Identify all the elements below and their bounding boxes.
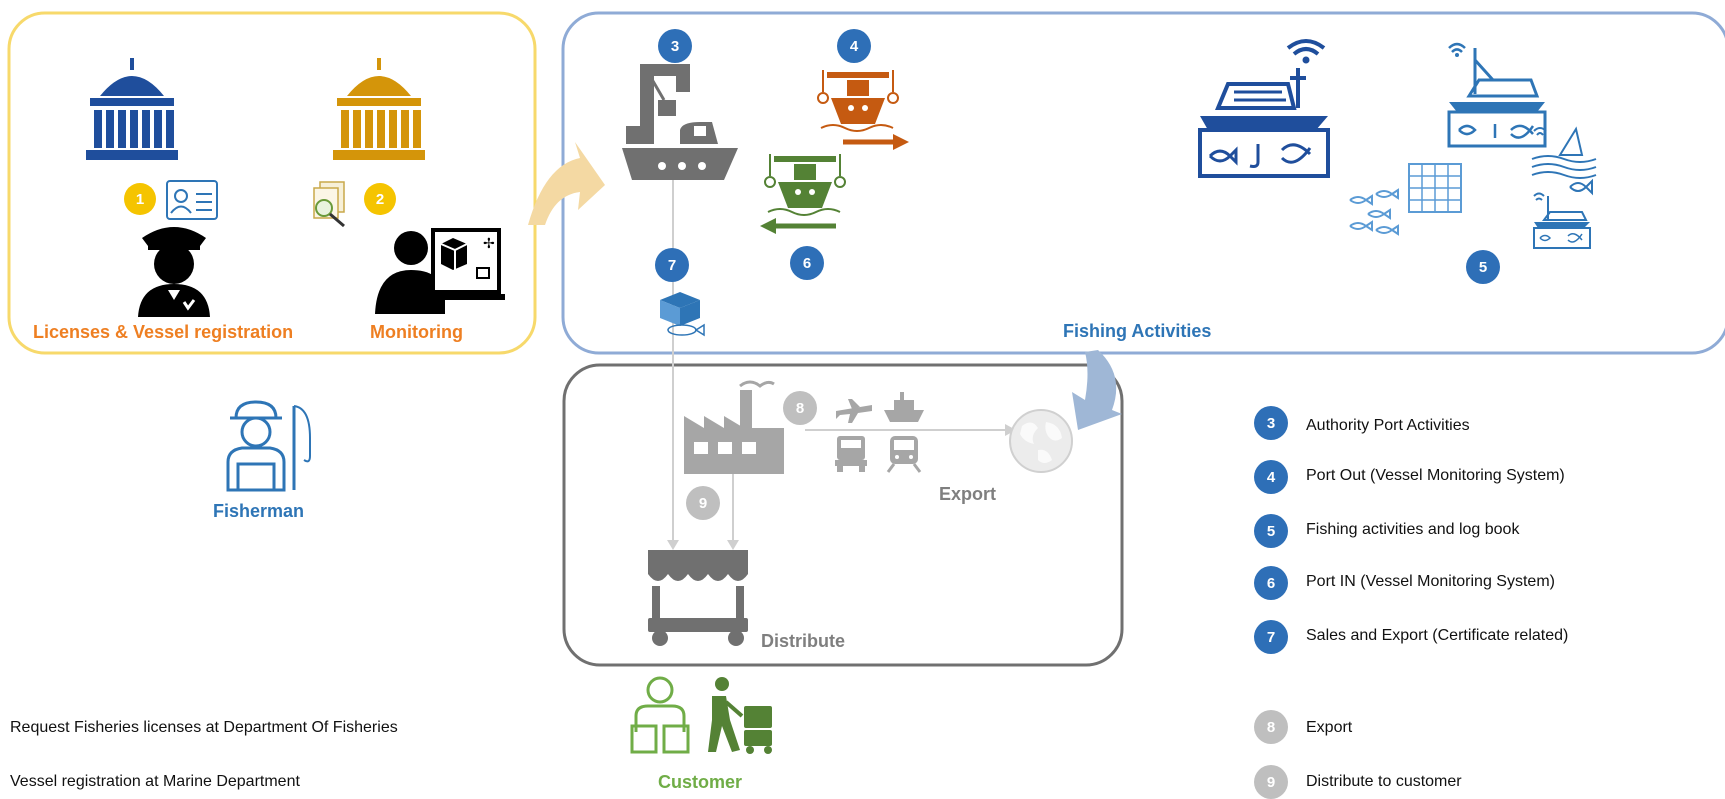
legend-text-5: Fishing activities and log book <box>1306 521 1520 538</box>
legend-text-4: Port Out (Vessel Monitoring System) <box>1306 467 1565 484</box>
fishing-boat-wifi-icon <box>1198 39 1330 178</box>
step-badge-2: 2 <box>364 183 396 215</box>
step-badge-4: 4 <box>837 29 871 63</box>
customer-label: Customer <box>658 772 743 792</box>
factory-icon <box>684 380 784 474</box>
legend-badge-6: 6 <box>1254 566 1288 600</box>
plane-icon <box>836 399 872 423</box>
step-badge-1: 1 <box>124 183 156 215</box>
legend-text-3: Authority Port Activities <box>1306 417 1470 434</box>
globe-icon <box>1009 409 1073 473</box>
capitol-icon-gold <box>333 58 425 160</box>
train-icon <box>886 436 922 473</box>
legend-badge-4: 4 <box>1254 460 1288 494</box>
monitoring-label: Monitoring <box>370 322 463 342</box>
legend-badge-8: 8 <box>1254 710 1288 744</box>
step-badge-8: 8 <box>783 391 817 425</box>
customer-icon <box>630 676 772 754</box>
id-card-icon <box>166 180 218 220</box>
capitol-icon-blue <box>86 58 178 160</box>
legend-text-7: Sales and Export (Certificate related) <box>1306 627 1569 644</box>
step-badge-7: 7 <box>655 248 689 282</box>
licenses-vessel-registration-label: Licenses & Vessel registration <box>33 322 294 342</box>
legend-badge-7: 7 <box>1254 620 1288 654</box>
fishing-activities-label: Fishing Activities <box>1063 321 1212 341</box>
crane-ship-icon <box>622 64 738 180</box>
legend-text-8: Export <box>1306 719 1353 736</box>
step-badge-6: 6 <box>790 246 824 280</box>
fishing-boat-tiny-icon <box>1533 192 1591 249</box>
export-label: Export <box>939 484 997 504</box>
step-badge-5: 5 <box>1466 250 1500 284</box>
step-badge-3: 3 <box>658 29 692 63</box>
legend-badge-9: 9 <box>1254 765 1288 799</box>
officer-icon <box>138 227 210 317</box>
fish-school-icon <box>1349 188 1399 236</box>
legend-badge-5: 5 <box>1254 514 1288 548</box>
ship-icon <box>884 392 924 422</box>
market-stall-icon <box>648 550 748 646</box>
truck-icon <box>835 436 867 472</box>
fishing-net-icon <box>1408 163 1462 213</box>
legend-badge-3: 3 <box>1254 406 1288 440</box>
legend-text-9: Distribute to customer <box>1306 773 1462 790</box>
document-magnifier-icon <box>313 181 345 228</box>
fisherman-icon <box>226 400 311 492</box>
vessel-out-icon <box>817 70 909 150</box>
legend-text-6: Port IN (Vessel Monitoring System) <box>1306 573 1555 590</box>
fish-box-icon <box>660 292 705 337</box>
step-badge-9: 9 <box>686 486 720 520</box>
fisherman-label: Fisherman <box>213 501 305 521</box>
vessel-in-icon <box>760 154 846 234</box>
distribute-label: Distribute <box>761 631 846 651</box>
boat-net-icon <box>1531 126 1597 196</box>
svg-text:✢: ✢ <box>483 236 495 252</box>
fishing-boat-small-icon <box>1447 42 1547 148</box>
monitor-operator-icon: ✢ <box>375 228 505 314</box>
note-2-text: Vessel registration at Marine Department <box>10 773 300 790</box>
note-1-text: Request Fisheries licenses at Department… <box>10 719 398 736</box>
